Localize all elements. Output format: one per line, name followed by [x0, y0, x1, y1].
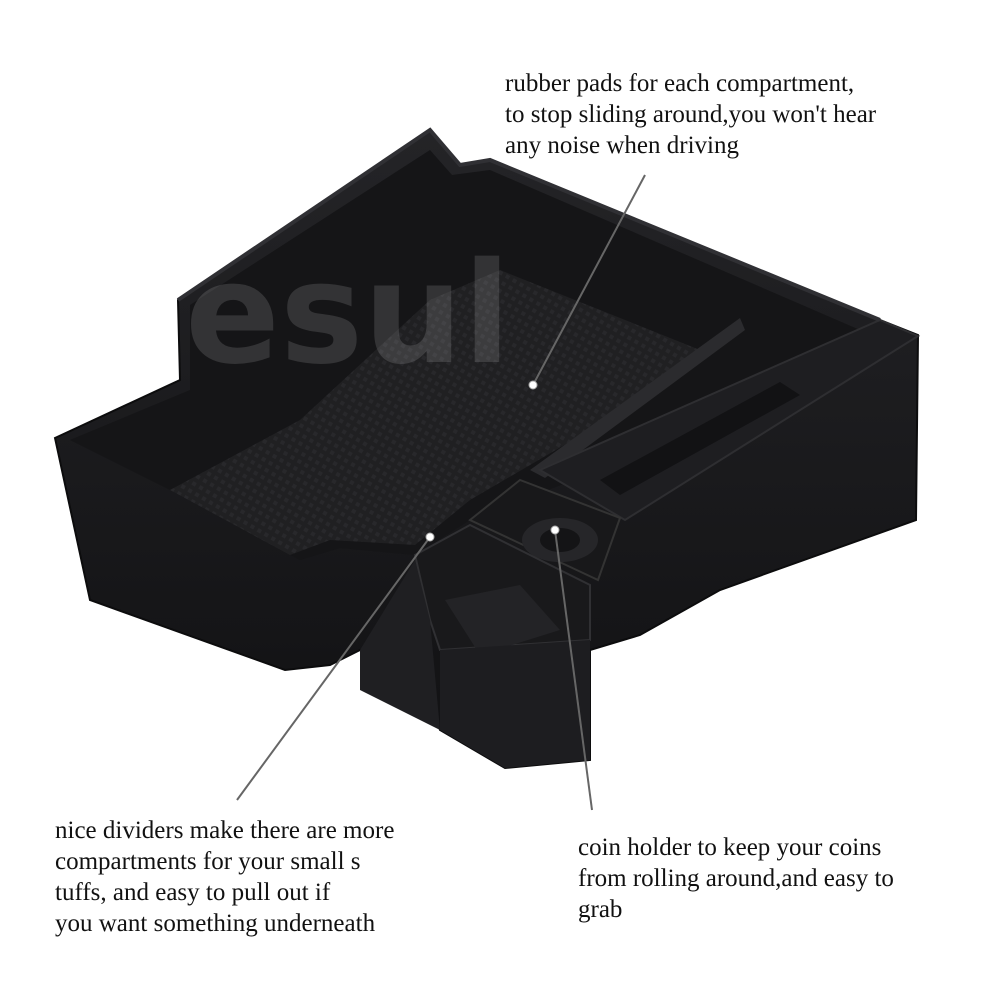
callout-dot-right: [550, 525, 560, 535]
callout-line-left: [236, 536, 431, 801]
callout-line-top: [532, 174, 646, 386]
caption-rubber-pads: rubber pads for each compartment, to sto…: [505, 68, 876, 161]
caption-line: nice dividers make there are more: [55, 817, 395, 844]
caption-line: to stop sliding around,you won't hear: [505, 101, 877, 128]
callout-line-right: [554, 529, 593, 811]
long-divider: [530, 318, 745, 478]
watermark: esul: [185, 233, 511, 396]
caption-line: from rolling around,and easy to: [578, 865, 894, 892]
caption-line: grab: [578, 896, 623, 923]
caption-line: rubber pads for each compartment,: [505, 70, 855, 97]
caption-line: you want something underneath: [55, 910, 376, 937]
caption-dividers: nice dividers make there are more compar…: [55, 815, 394, 939]
caption-line: coin holder to keep your coins: [578, 834, 882, 861]
caption-line: tuffs, and easy to pull out if: [55, 879, 331, 906]
caption-line: any noise when driving: [505, 132, 739, 159]
caption-coin-holder: coin holder to keep your coins from roll…: [578, 832, 894, 925]
callout-dot-left: [425, 532, 435, 542]
caption-line: compartments for your small s: [55, 848, 361, 875]
rubber-mat: [170, 270, 700, 555]
callout-dot-top: [528, 380, 538, 390]
